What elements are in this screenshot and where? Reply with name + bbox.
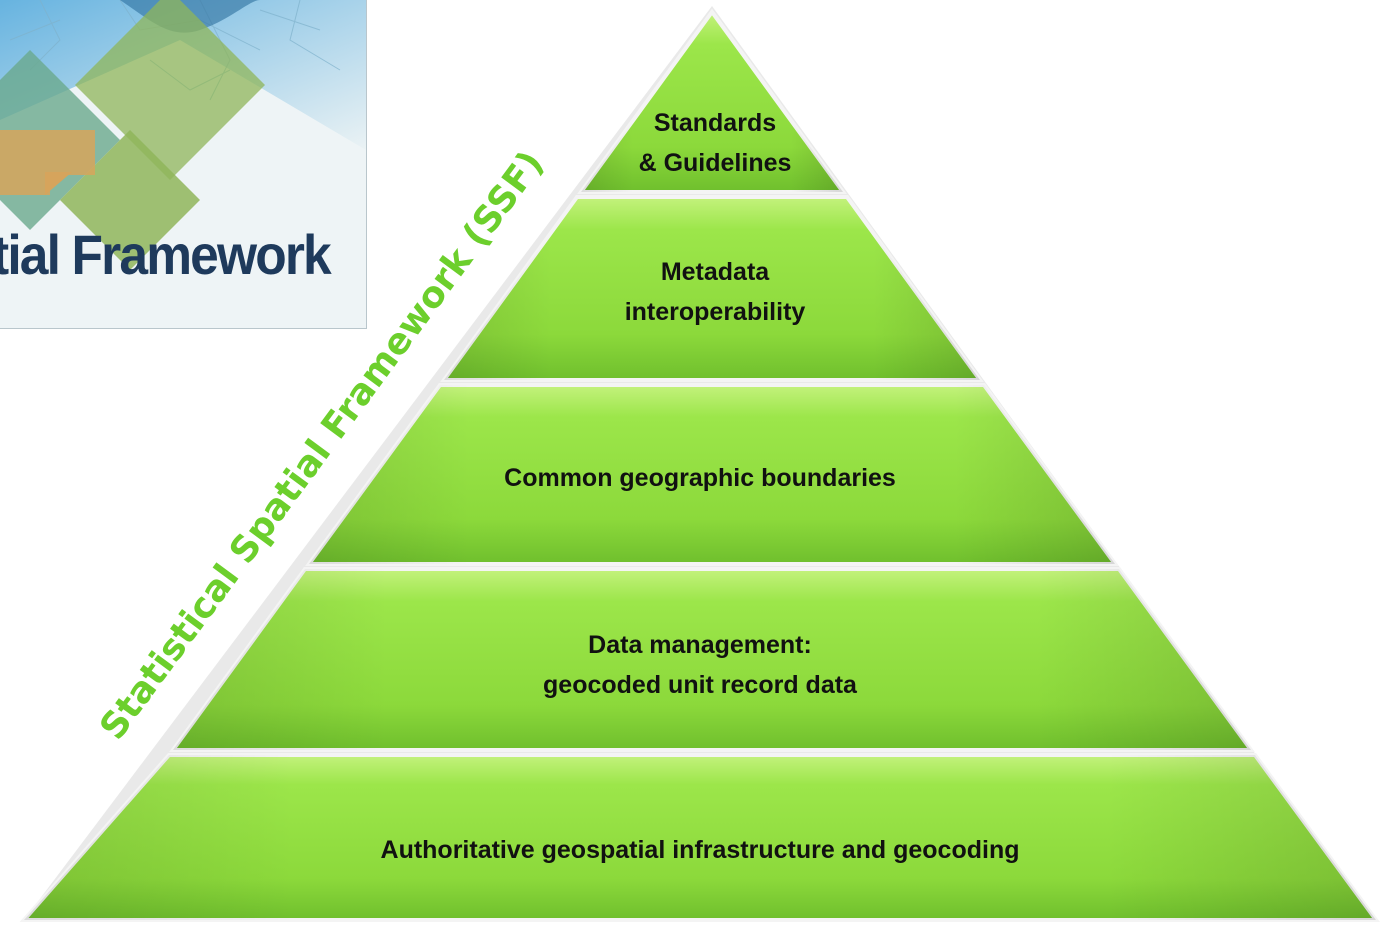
tier-label-line: Data management:	[588, 631, 812, 659]
tier-standards-guidelines: Standards & Guidelines	[560, 103, 870, 183]
logo-map-background	[0, 0, 366, 150]
pyramid-tier-2	[440, 195, 984, 382]
tier-data-management: Data management: geocoded unit record da…	[450, 625, 950, 705]
logo-orange-block	[0, 130, 95, 195]
logo-orange-arrow	[45, 172, 72, 195]
tier-metadata-interoperability: Metadata interoperability	[560, 252, 870, 332]
tier-label-line: Standards	[653, 109, 777, 137]
pyramid-tier-4	[169, 567, 1255, 752]
tier-label-line: & Guidelines	[638, 149, 792, 177]
spatial-framework-logo: tial Framework	[0, 0, 367, 329]
tier-common-geographic-boundaries: Common geographic boundaries	[390, 458, 1010, 498]
pyramid-tier-5	[19, 753, 1380, 922]
tier-label-line: geocoded unit record data	[543, 671, 857, 699]
tier-label-line: Common geographic boundaries	[504, 464, 896, 492]
logo-text: tial Framework	[0, 223, 332, 286]
tier-label-line: interoperability	[624, 298, 806, 326]
tier-label-line: Metadata	[660, 258, 770, 286]
tier-label-line: Authoritative geospatial infrastructure …	[380, 836, 1020, 864]
tier-authoritative-geospatial-infrastructure: Authoritative geospatial infrastructure …	[250, 830, 1150, 870]
pyramid-tier-3	[305, 383, 1119, 566]
pyramid-tier-1	[577, 8, 847, 194]
logo-graphic	[0, 0, 366, 328]
logo-diamond-green	[75, 0, 265, 180]
